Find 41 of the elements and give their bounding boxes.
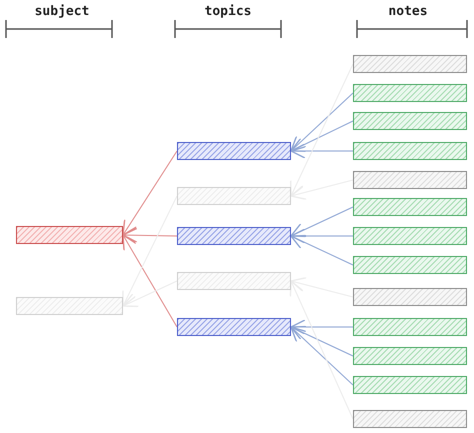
arrow <box>290 326 354 386</box>
arrow <box>122 280 178 308</box>
arrow <box>290 280 354 420</box>
hatched-bar <box>16 297 123 315</box>
arrow <box>122 150 178 236</box>
arrow <box>290 326 354 356</box>
hatched-bar <box>353 55 467 73</box>
hatched-bar <box>353 347 467 365</box>
hatched-bar <box>353 227 467 245</box>
hatched-bar <box>177 142 291 160</box>
arrow <box>290 228 354 244</box>
arrow <box>290 64 354 197</box>
hatched-bar <box>177 187 291 205</box>
arrow <box>290 180 354 200</box>
hatched-bar <box>353 410 467 428</box>
arrow <box>290 120 354 152</box>
arrow <box>122 228 178 243</box>
hatched-bar <box>353 198 467 216</box>
hatched-bar <box>177 318 291 336</box>
hatched-bar <box>353 84 467 102</box>
arrow <box>290 92 354 152</box>
hatched-bar <box>177 227 291 245</box>
hatched-bar <box>177 272 291 290</box>
arrow <box>290 277 354 298</box>
hatched-bar <box>353 171 467 189</box>
hatched-bar <box>353 318 467 336</box>
arrow <box>290 206 354 238</box>
arrow <box>122 234 178 328</box>
column-heading: notes <box>388 4 428 19</box>
hatched-bar <box>353 288 467 306</box>
arrow <box>122 196 178 307</box>
hatched-bar <box>16 226 123 244</box>
hatched-bar <box>353 256 467 274</box>
hatched-bar <box>353 142 467 160</box>
column-heading: topics <box>204 4 252 19</box>
arrow <box>290 319 354 335</box>
arrow <box>290 234 354 266</box>
hatched-bar <box>353 112 467 130</box>
hatched-bar <box>353 376 467 394</box>
column-heading: subject <box>34 4 90 19</box>
arrow <box>290 143 354 159</box>
